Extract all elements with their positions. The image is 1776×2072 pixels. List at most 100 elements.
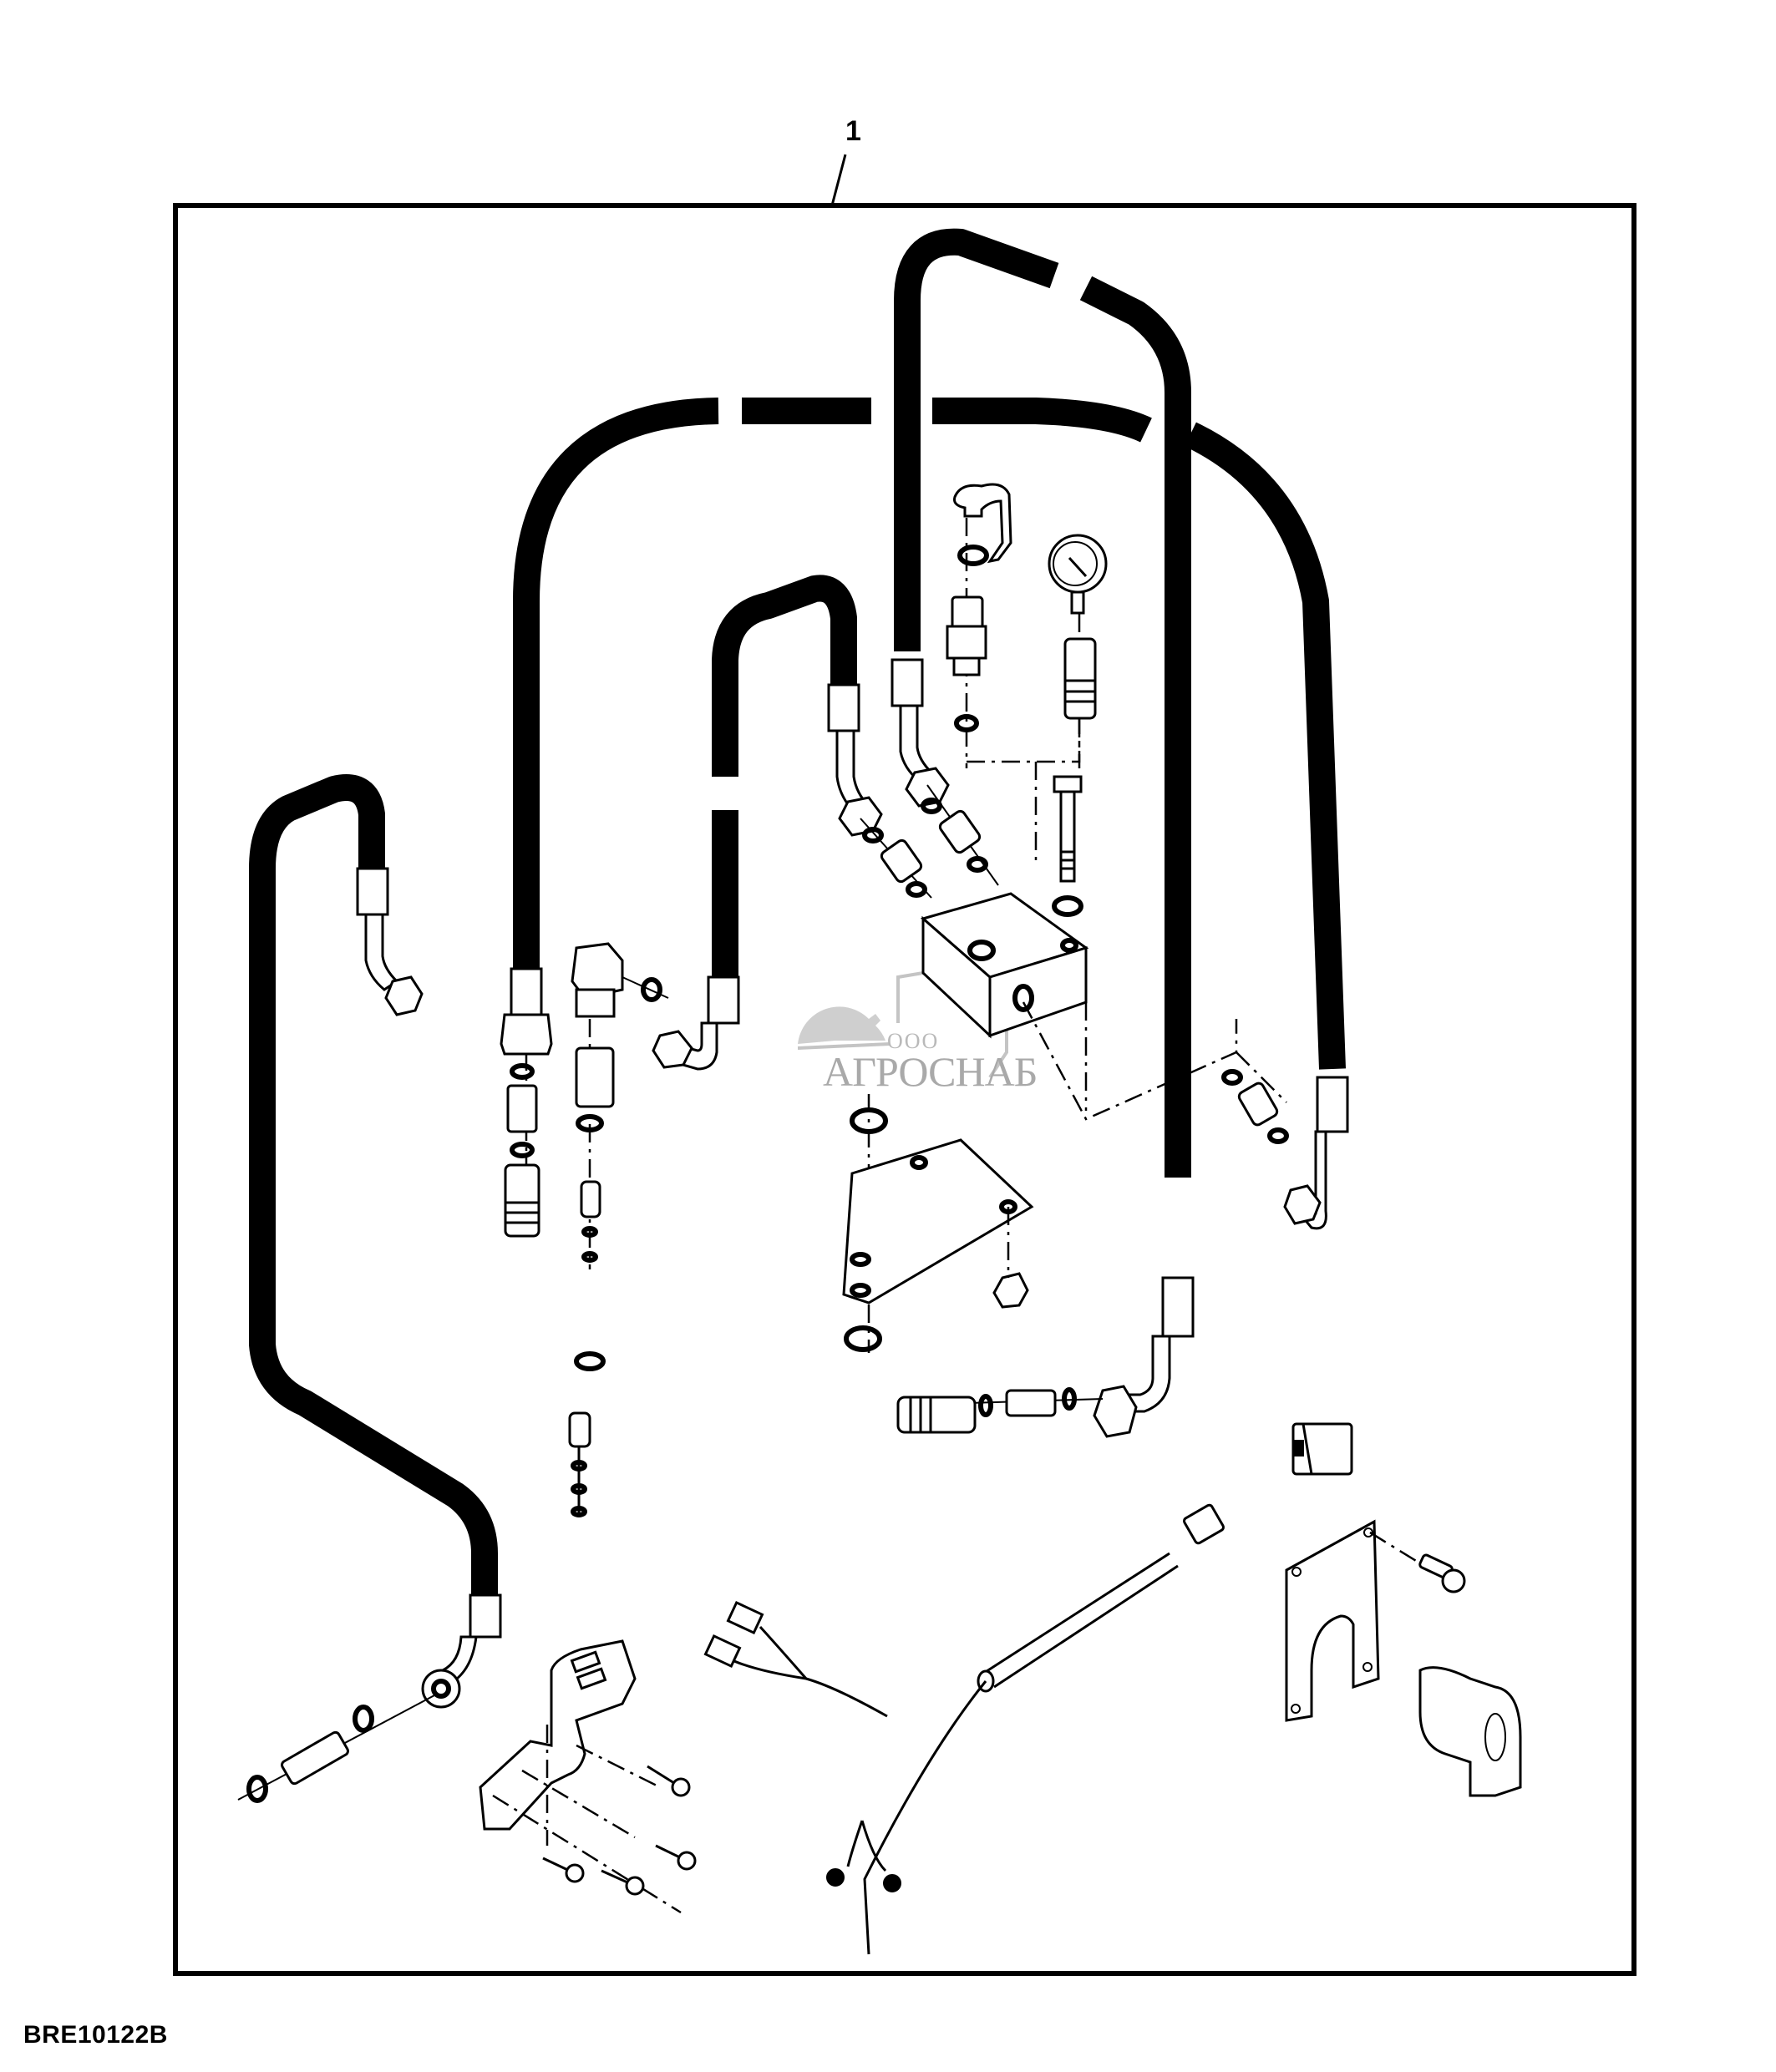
- adapter-fitting: [506, 1084, 538, 1133]
- callout-number: 1: [845, 115, 861, 147]
- gauge-stem: [1070, 590, 1085, 615]
- o-ring: [1062, 1387, 1077, 1411]
- tapping-screw: [601, 1869, 645, 1896]
- o-ring: [571, 1483, 587, 1495]
- harness-ring-lead: [860, 1820, 887, 1872]
- o-ring: [510, 1063, 535, 1080]
- o-ring: [571, 1506, 587, 1517]
- plug-fitting: [580, 1180, 601, 1218]
- male-coupler-thread: [952, 656, 981, 676]
- switch-bracket: [1285, 1519, 1380, 1722]
- harness-trunk: [863, 1680, 987, 1955]
- hex-body: [575, 988, 616, 1018]
- harness-sleeve-bottom: [993, 1564, 1179, 1689]
- gauge-needle: [1068, 556, 1088, 578]
- hex-nut-fitting: [500, 1013, 553, 1056]
- harness-branch: [726, 1656, 888, 1718]
- plate-hole: [850, 1252, 871, 1267]
- mounting-plate: [842, 1138, 1034, 1304]
- adapter-fitting: [880, 838, 923, 884]
- hose-d: [249, 774, 498, 1595]
- hose-fittings: [356, 658, 1349, 1709]
- ferrule: [827, 683, 860, 732]
- hose-b-mid2: [932, 398, 1152, 443]
- solenoid-holder: [1418, 1666, 1522, 1797]
- swivel-nut: [384, 975, 424, 1016]
- hose-b-right: [1184, 422, 1346, 1070]
- ring-terminal: [826, 1868, 845, 1887]
- swivel-nut: [1283, 1184, 1322, 1225]
- o-ring: [921, 798, 942, 814]
- watermark-company: АГРОСНАБ: [823, 1048, 1038, 1095]
- o-ring: [641, 977, 662, 1002]
- quick-coupler: [896, 1396, 977, 1434]
- o-ring: [906, 881, 927, 898]
- adapter-fitting: [938, 809, 982, 854]
- manifold-assembly: [920, 775, 1238, 1121]
- o-ring: [576, 1114, 604, 1132]
- tapping-screw: [542, 1857, 585, 1883]
- callout-leader: [830, 154, 847, 206]
- harness-ring-lead: [846, 1820, 864, 1867]
- plug-fitting: [568, 1411, 591, 1448]
- washer: [574, 1351, 606, 1371]
- plate-hole: [850, 1283, 871, 1298]
- o-ring: [246, 1775, 268, 1803]
- o-ring: [1221, 1069, 1243, 1086]
- harness-bracket: [479, 1639, 637, 1831]
- watermark-gear-icon: [798, 1006, 885, 1044]
- ferrule: [356, 867, 389, 916]
- ferrule: [469, 1593, 502, 1639]
- quick-coupler: [504, 1163, 540, 1238]
- rocker-switch: [1291, 1422, 1353, 1476]
- ferrule: [1316, 1076, 1349, 1133]
- female-coupler: [1063, 637, 1097, 720]
- ferrule: [707, 975, 740, 1025]
- o-ring: [1267, 1127, 1289, 1144]
- hose-a: [894, 228, 1059, 651]
- o-ring: [510, 1142, 535, 1158]
- bracket-window: [570, 1650, 601, 1674]
- gauge-assembly: [946, 483, 1108, 864]
- adapter-fitting: [575, 1046, 615, 1108]
- elbow-adapter: [571, 942, 624, 1000]
- adapter-fitting: [1237, 1082, 1279, 1127]
- harness-bracket-assembly: [479, 1639, 697, 1914]
- center-left-fitting-stack: [568, 942, 669, 1517]
- manifold-port: [1060, 938, 1078, 953]
- ferrule: [891, 658, 924, 707]
- hose-a-right: [1079, 276, 1191, 1178]
- coupler-ribs: [505, 1201, 539, 1224]
- harness-connector: [1183, 1503, 1225, 1545]
- o-ring: [581, 1251, 598, 1263]
- bracket-screw-head: [1441, 1568, 1466, 1593]
- bracket-window: [576, 1667, 607, 1690]
- cap-screw-head: [1053, 775, 1083, 793]
- washer: [844, 1325, 882, 1352]
- spade-connector: [703, 1634, 742, 1669]
- figure-code: BRE10122B: [23, 2021, 168, 2049]
- hydraulic-hoses: [249, 228, 1346, 1595]
- tapping-screw: [655, 1844, 697, 1871]
- manifold-port: [1012, 984, 1034, 1012]
- right-side-fittings: [1221, 1051, 1289, 1144]
- inline-fitting-chain: [237, 1695, 435, 1803]
- hose-b-left: [513, 398, 719, 969]
- mounting-plate-assembly: [842, 1094, 1034, 1353]
- ring-terminal: [883, 1874, 901, 1892]
- washer: [850, 1107, 888, 1134]
- inline-fitting: [281, 1730, 349, 1786]
- watermark-prefix: ООО: [887, 1029, 940, 1053]
- o-ring: [954, 714, 979, 732]
- o-ring: [571, 1460, 587, 1472]
- ferrule: [1161, 1276, 1195, 1338]
- hose-c: [712, 575, 857, 777]
- tapping-screw: [647, 1765, 691, 1797]
- harness-sleeve-top: [981, 1552, 1170, 1676]
- male-coupler-hex: [946, 625, 987, 660]
- swivel-nut: [652, 1030, 693, 1069]
- washer: [1052, 895, 1083, 917]
- ferrule: [510, 967, 543, 1016]
- o-ring: [967, 856, 988, 873]
